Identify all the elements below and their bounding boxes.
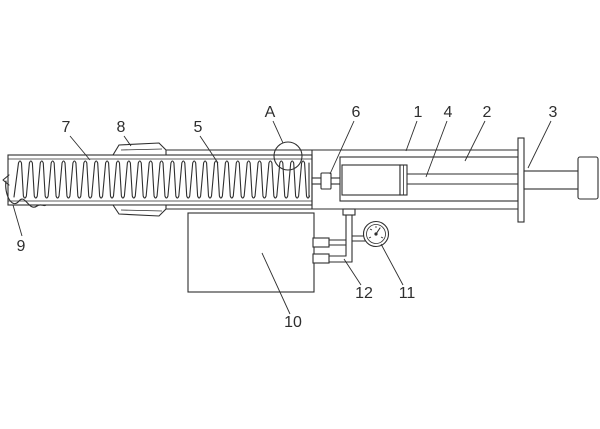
tank-fitting-upper	[312, 237, 330, 248]
detail-circle-a	[273, 141, 303, 171]
piston	[341, 164, 408, 196]
collar-top-edge	[120, 148, 163, 151]
leader-line-11	[380, 243, 404, 286]
leader-line-9	[12, 204, 23, 237]
flange	[517, 137, 525, 223]
callout-11: 11	[399, 285, 416, 302]
leader-line-a	[272, 120, 284, 144]
callout-5: 5	[194, 119, 203, 136]
callout-10: 10	[284, 314, 302, 331]
leader-line-12	[343, 258, 362, 286]
connector-body	[320, 172, 332, 190]
callout-a: A	[265, 104, 276, 121]
leader-line-2	[464, 120, 486, 162]
callout-4: 4	[444, 104, 453, 121]
leader-line-8	[123, 135, 132, 147]
pipe-assembly	[312, 208, 366, 264]
callout-12: 12	[355, 285, 373, 302]
piston-rod	[406, 173, 519, 185]
collar	[111, 142, 167, 217]
gauge-pivot	[374, 232, 378, 236]
callout-2: 2	[483, 104, 492, 121]
leader-line-1	[405, 120, 418, 152]
leader-line-3	[527, 120, 552, 169]
leader-line-4	[425, 120, 448, 178]
leader-lines	[12, 120, 552, 315]
hook-tip	[2, 174, 10, 186]
callout-3: 3	[549, 104, 558, 121]
tank	[187, 212, 315, 293]
callout-8: 8	[117, 119, 126, 136]
tank-fitting-lower	[312, 253, 330, 264]
piston-body	[341, 164, 401, 196]
gauge-face	[366, 224, 386, 244]
callout-labels: 7 8 5 A 6 1 4 2 3 9 10 12 11	[17, 104, 558, 331]
callout-1: 1	[414, 104, 423, 121]
callout-9: 9	[17, 238, 26, 255]
plunger-handle	[577, 156, 599, 200]
leader-line-7	[69, 135, 91, 161]
collar-top	[112, 142, 167, 156]
leader-line-10	[261, 252, 291, 315]
callout-7: 7	[62, 119, 71, 136]
pipe-tube-fitting	[342, 208, 356, 216]
leader-line-6	[329, 120, 355, 175]
gauge-tick	[380, 236, 384, 239]
collar-bottom-edge	[120, 209, 163, 212]
gauge-tick	[368, 236, 372, 239]
callout-6: 6	[352, 104, 361, 121]
spring	[13, 160, 311, 199]
plunger-rod	[523, 170, 580, 190]
wire	[5, 180, 47, 208]
gauge-tick	[369, 228, 373, 231]
pressure-gauge	[362, 220, 390, 248]
leader-line-5	[199, 135, 219, 164]
wire-hook	[2, 174, 47, 208]
connector	[311, 172, 343, 190]
